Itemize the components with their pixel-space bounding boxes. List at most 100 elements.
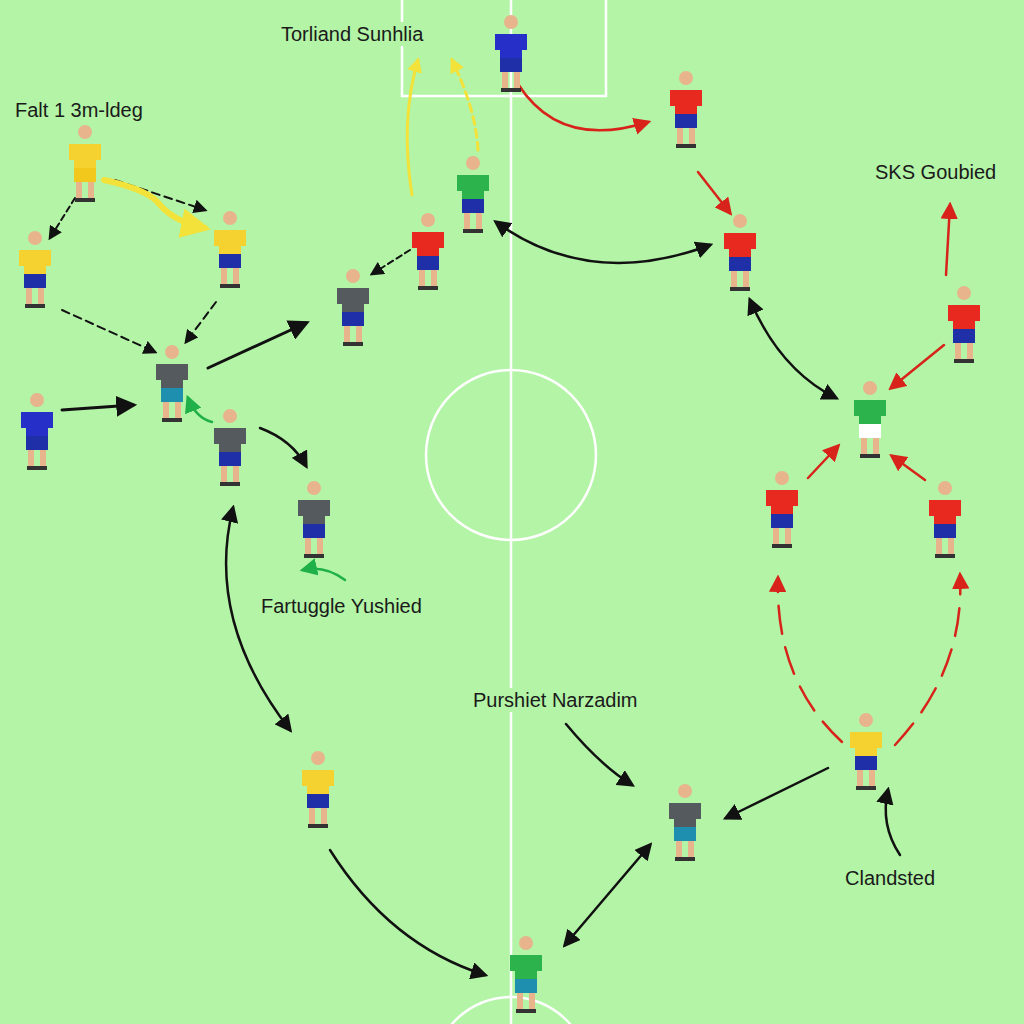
player-shorts [26,436,48,450]
penalty-box [402,0,606,96]
player-leg [861,438,867,456]
player-boots [75,198,95,202]
player-head [519,936,533,950]
player-figure [948,286,980,363]
player-shirt [495,34,527,58]
player-shorts [462,199,484,213]
movement-arrow [62,405,133,410]
player-boots [516,1009,536,1013]
player-shirt [156,364,188,388]
player-boots [162,418,182,422]
player-shirt [214,230,246,254]
player-leg [233,466,239,484]
player-leg [955,343,961,361]
player-boots [304,554,324,558]
player-boots [860,454,880,458]
player-head [28,231,42,245]
player-shirt [21,412,53,436]
player-figure [156,345,188,422]
player-head [311,751,325,765]
player-shirt [302,770,334,794]
player-head [223,211,237,225]
play-label: Clandsted [842,866,938,890]
player-boots [220,482,240,486]
player-leg [38,288,44,306]
player-leg [785,528,791,546]
movement-arrow [226,508,290,730]
player-figure [766,471,798,548]
halfway-line [510,0,513,1024]
player-head [346,269,360,283]
movement-arrow [208,323,306,368]
movement-arrow [891,345,944,388]
player-boots [25,304,45,308]
player-shorts [729,257,751,271]
movement-arrow [778,578,842,742]
player-leg [869,770,875,788]
player-head [223,409,237,423]
player-leg [344,326,350,344]
player-shirt [850,732,882,756]
player-shirt [766,490,798,514]
player-shorts [219,254,241,268]
player-shorts [307,794,329,808]
player-head [859,713,873,727]
movement-arrow [566,724,632,785]
player-head [421,213,435,227]
player-leg [677,128,683,146]
player-leg [688,841,694,859]
movement-arrow [750,300,836,398]
player-leg [317,538,323,556]
player-boots [935,554,955,558]
player-boots [418,286,438,290]
player-leg [431,270,437,288]
player-head [165,345,179,359]
movement-arrow [407,60,418,195]
movement-arrow [895,575,960,745]
player-shirt [669,803,701,827]
movement-arrow [496,222,710,263]
player-head [466,156,480,170]
play-label: Fartuggle Yushied [258,594,425,618]
player-figure [510,936,542,1013]
player-boots [308,824,328,828]
player-boots [730,287,750,291]
play-label: Falt 1 3m-ldeg [12,98,146,122]
movement-arrow [260,428,306,466]
player-shirt [724,233,756,257]
movement-arrow [565,845,650,945]
player-figure [337,269,369,346]
player-shirt [19,250,51,274]
player-shirt [214,428,246,452]
movement-arrow [372,250,410,274]
player-figure [302,751,334,828]
player-boots [675,857,695,861]
player-leg [731,271,737,289]
player-shorts [674,827,696,841]
play-label: SKS Goubied [872,160,999,184]
player-leg [743,271,749,289]
player-leg [689,128,695,146]
movement-arrow [698,172,730,213]
movement-arrow [452,60,478,150]
player-figure [929,481,961,558]
player-leg [773,528,779,546]
player-figure [214,409,246,486]
player-figure [850,713,882,790]
player-leg [967,343,973,361]
player-shirt [948,305,980,329]
player-figure [724,214,756,291]
player-leg [676,841,682,859]
player-shorts [74,168,96,182]
player-leg [948,538,954,556]
player-head [957,286,971,300]
player-boots [27,466,47,470]
player-leg [76,182,82,200]
movement-arrow [50,198,75,238]
player-shorts [771,514,793,528]
play-label: Purshiet Narzadim [470,688,641,712]
bottom-arc [433,997,589,1024]
player-shorts [855,756,877,770]
player-figure [214,211,246,288]
player-figure [457,156,489,233]
